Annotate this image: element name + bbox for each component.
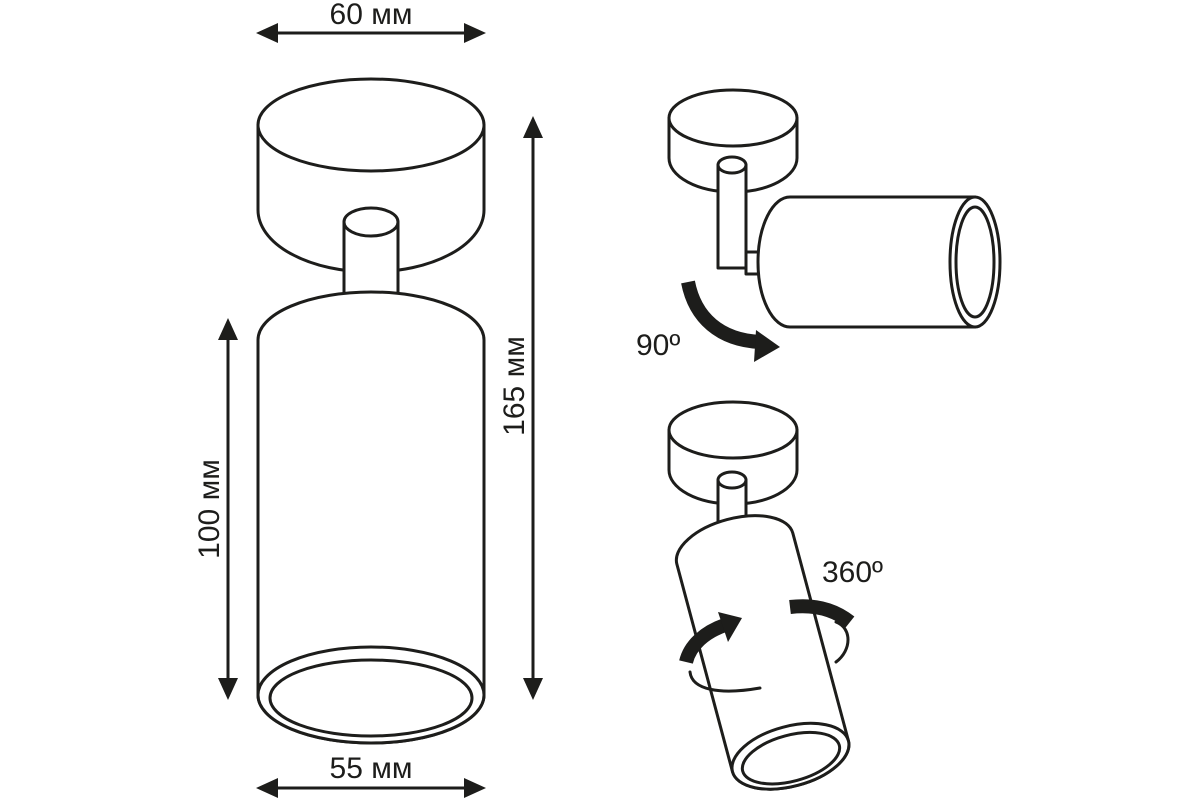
connecting-stem <box>342 206 400 307</box>
tilt-view-spotlight: 90º <box>636 88 1002 362</box>
dimension-total-height: 165 мм <box>498 116 543 700</box>
dimension-top-width: 60 мм <box>256 0 486 43</box>
swivel-angle-label: 360º <box>822 556 883 589</box>
ceiling-mount-base <box>256 77 486 274</box>
dimension-label-top-width: 60 мм <box>330 0 413 31</box>
dimension-bottom-width: 55 мм <box>256 752 486 798</box>
dimension-body-height: 100 мм <box>193 318 238 700</box>
tilt-angle-label: 90º <box>636 329 680 362</box>
swivel-view-spotlight: 360º <box>667 400 883 791</box>
tilt-lamp-body <box>756 195 1002 329</box>
tilt-rotation-arrow-icon <box>681 280 780 362</box>
swivel-lamp-body <box>674 514 851 791</box>
swivel-rotation-arrow-icon <box>679 599 855 665</box>
dimension-label-body-height: 100 мм <box>193 459 226 559</box>
dimension-label-bottom-width: 55 мм <box>330 752 413 785</box>
tilt-mount-base <box>667 88 799 194</box>
front-view-spotlight <box>256 77 486 745</box>
dimension-label-total-height: 165 мм <box>498 336 531 436</box>
lamp-body <box>256 290 486 745</box>
swivel-mount-base <box>667 400 799 506</box>
swivel-ring-band <box>688 620 850 693</box>
